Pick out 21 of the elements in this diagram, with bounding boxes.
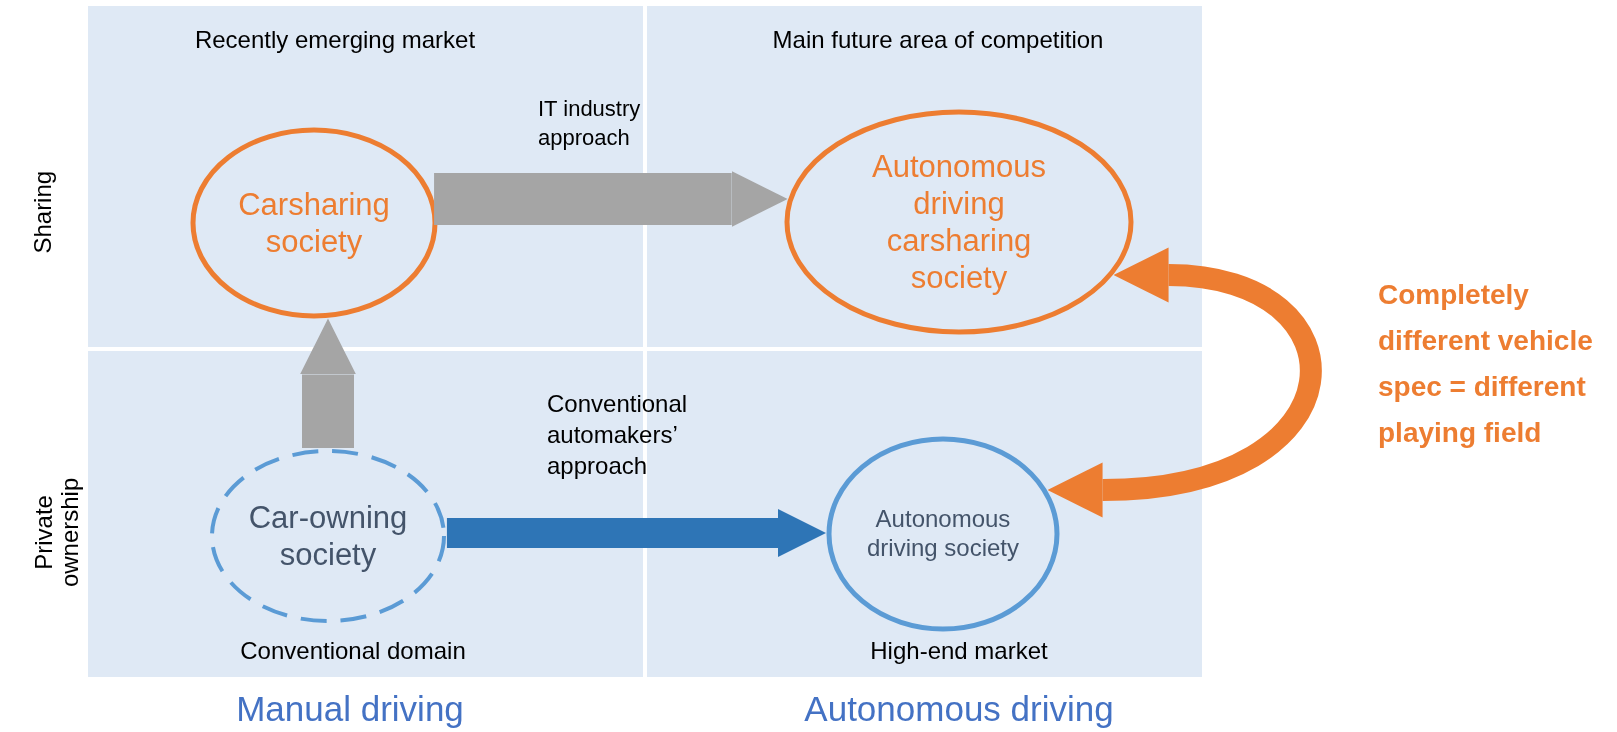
node-text: Carsharing society [237, 185, 391, 261]
block-arrow [300, 318, 356, 448]
quadrant-panel [88, 6, 643, 347]
edge-label: Completely different vehicle spec = different playing field [1378, 278, 1594, 450]
column-axis-label: Autonomous driving [803, 690, 1115, 729]
edge-label: IT industry approach [538, 95, 642, 152]
node-text: Autonomous driving society [865, 505, 1021, 563]
row-axis-label: Private ownership [30, 476, 84, 589]
quadrant-panel [647, 6, 1202, 347]
curved-double-arrow [1047, 247, 1321, 518]
quadrant-heading: Conventional domain [240, 637, 466, 665]
column-axis-label: Manual driving [235, 690, 465, 729]
node-text: Autonomous driving carsharing society [870, 147, 1048, 297]
quadrant-heading: High-end market [870, 637, 1048, 665]
quadrant-heading: Main future area of competition [772, 26, 1104, 54]
block-arrow [434, 171, 788, 227]
block-arrow [446, 509, 826, 557]
node-text: Car-owning society [247, 498, 409, 574]
row-axis-label: Sharing [29, 169, 57, 256]
quadrant-heading: Recently emerging market [194, 26, 476, 54]
edge-label: Conventional automakers’ approach [547, 389, 689, 482]
